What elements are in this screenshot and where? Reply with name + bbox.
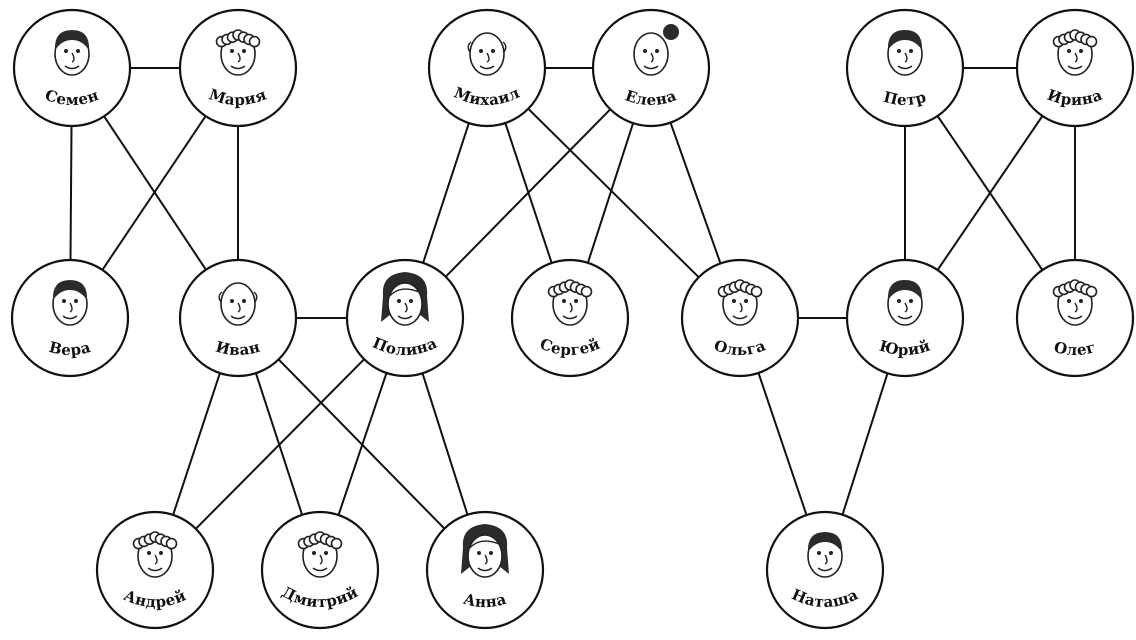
person-name-label: Ольга <box>712 336 768 359</box>
person-name-label: Иван <box>214 338 262 360</box>
link-olga-natasha <box>757 372 808 516</box>
person-name-label: Семен <box>43 86 102 109</box>
portrait-icon <box>887 30 923 76</box>
portrait-icon <box>1052 29 1098 76</box>
person-name-label: Ирина <box>1045 86 1105 109</box>
link-maria-vera <box>101 115 207 271</box>
portrait-icon <box>381 272 429 326</box>
link-ivan-andrey <box>172 372 221 516</box>
portrait-icon <box>297 531 343 578</box>
portrait-icon <box>467 32 507 76</box>
person-node-oleg[interactable]: Олег <box>1015 258 1135 378</box>
person-node-mikhail[interactable]: Михаил <box>427 8 547 128</box>
person-node-yuriy[interactable]: Юрий <box>845 258 965 378</box>
portrait-icon <box>461 524 509 578</box>
link-mikhail-olga <box>527 108 700 278</box>
link-irina-yuriy <box>936 115 1044 271</box>
portrait-icon <box>717 279 763 326</box>
person-node-sergey[interactable]: Сергей <box>510 258 630 378</box>
link-semen-vera <box>69 125 73 261</box>
portrait-icon <box>218 282 258 326</box>
person-name-label: Елена <box>623 86 679 109</box>
person-name-label: Юрий <box>877 337 932 360</box>
person-node-maria[interactable]: Мария <box>178 8 298 128</box>
relation-lines <box>69 67 1076 530</box>
person-node-anna[interactable]: Анна <box>425 510 545 630</box>
portrait-icon <box>807 532 843 578</box>
person-name-label: Анна <box>461 590 508 611</box>
person-node-dmitriy[interactable]: Дмитрий <box>260 510 380 630</box>
portrait-icon <box>52 280 88 326</box>
portrait-icon <box>547 279 593 326</box>
person-node-elena[interactable]: Елена <box>591 8 711 128</box>
link-polina-anna <box>421 372 469 516</box>
person-node-andrey[interactable]: Андрей <box>95 510 215 630</box>
link-polina-andrey <box>195 358 365 530</box>
portrait-icon <box>1052 279 1098 326</box>
person-node-semen[interactable]: Семен <box>12 8 132 128</box>
person-node-polina[interactable]: Полина <box>345 258 465 378</box>
portrait-icon <box>54 30 90 76</box>
person-node-irina[interactable]: Ирина <box>1015 8 1135 128</box>
link-elena-olga <box>669 122 722 264</box>
person-name-label: Вера <box>47 338 93 359</box>
link-mikhail-polina <box>422 122 470 264</box>
person-node-natasha[interactable]: Наташа <box>765 510 885 630</box>
portrait-icon <box>215 29 261 76</box>
link-elena-polina <box>444 108 612 278</box>
link-yuriy-natasha <box>841 372 889 516</box>
person-name-label: Мария <box>207 85 269 109</box>
link-elena-sergey <box>586 122 635 264</box>
portrait-icon <box>132 531 178 578</box>
link-polina-dmitriy <box>337 372 388 516</box>
person-node-vera[interactable]: Вера <box>10 258 130 378</box>
person-name-label: Олег <box>1052 338 1098 359</box>
portrait-icon <box>633 24 679 76</box>
person-node-olga[interactable]: Ольга <box>680 258 800 378</box>
person-node-petr[interactable]: Петр <box>845 8 965 128</box>
person-name-label: Петр <box>882 88 929 109</box>
person-node-ivan[interactable]: Иван <box>178 258 298 378</box>
portrait-icon <box>887 280 923 326</box>
